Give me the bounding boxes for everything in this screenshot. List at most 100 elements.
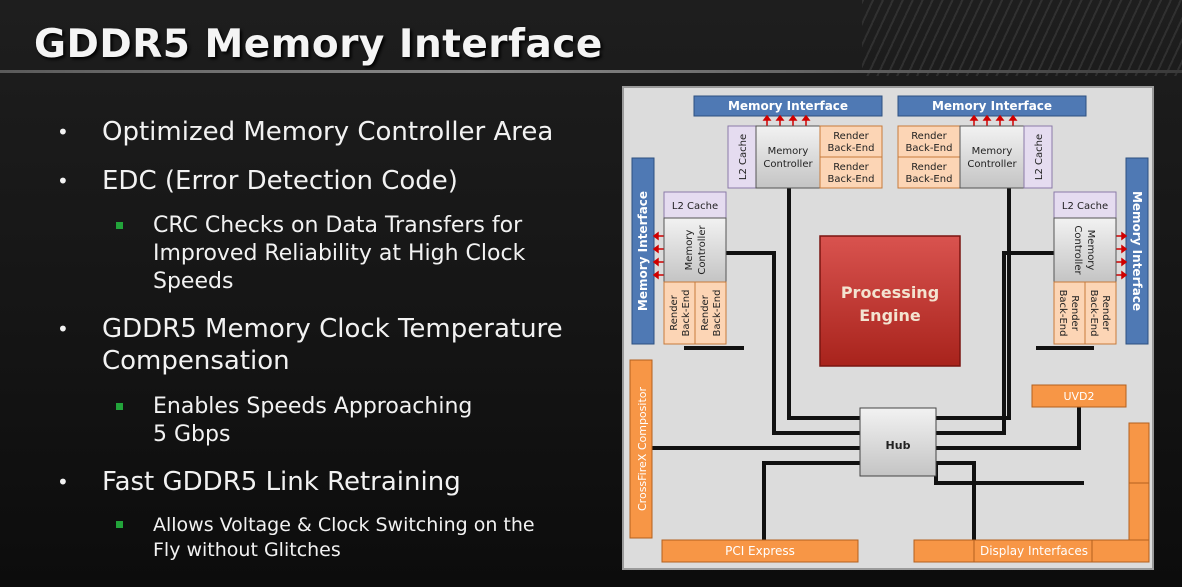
render-backend-label: Render	[1100, 295, 1111, 331]
sub-bullet-text: CRC Checks on Data Transfers for Improve…	[153, 212, 593, 296]
hub	[859, 407, 937, 477]
display-interface-block	[1128, 482, 1150, 541]
bullet-dot: •	[57, 120, 69, 144]
memory-arrows-top	[762, 114, 1018, 126]
wire	[936, 251, 1056, 435]
memory-controller-label: Memory	[768, 146, 809, 157]
wire	[936, 188, 1011, 420]
bullet-dot: •	[57, 470, 69, 494]
wire	[762, 461, 860, 543]
bullet-text: GDDR5 Memory Clock Temperature Compensat…	[102, 313, 622, 377]
arrow-head	[1121, 244, 1128, 254]
display-interface-block	[1091, 539, 1150, 563]
sub-bullet-line: Fly without Glitches	[153, 539, 341, 561]
memory-controller-label: Controller	[967, 159, 1017, 170]
arrow-head	[969, 114, 979, 121]
arrow-head	[652, 257, 659, 267]
memory-controller-label: Controller	[1072, 225, 1083, 275]
arrow-head	[982, 114, 992, 121]
sub-bullet-text: Enables Speeds Approaching 5 Gbps	[153, 393, 593, 449]
render-backend-label: Back-End	[1088, 290, 1099, 337]
sub-bullet-marker	[116, 222, 123, 229]
crossfirex-label: CrossFireX Compositor	[636, 387, 649, 511]
bullet-text: Optimized Memory Controller Area	[102, 117, 554, 147]
sub-bullet-line: Allows Voltage & Clock Switching on the	[153, 514, 535, 536]
render-backend-label: Render	[911, 131, 947, 142]
l2-cache-right	[1053, 191, 1117, 219]
memory-interface-left	[631, 157, 655, 345]
wire	[724, 251, 860, 435]
memory-controller-label: Memory	[972, 146, 1013, 157]
render-backend-label: Render	[700, 294, 711, 330]
l2-cache-left	[663, 191, 727, 219]
pci-express	[661, 539, 859, 563]
bullet-line: GDDR5 Memory Clock Temperature	[102, 314, 563, 344]
memory-controller-left	[663, 217, 727, 283]
hub-label: Hub	[886, 439, 911, 452]
render-backend-label: Render	[1069, 295, 1080, 331]
processing-engine	[819, 235, 961, 367]
l2-cache-label: L2 Cache	[672, 201, 718, 212]
arrow-head	[775, 114, 785, 121]
memory-controller-right	[1053, 217, 1117, 283]
sub-bullet-line: Enables Speeds Approaching	[153, 394, 473, 419]
l2-cache-top-right	[1023, 125, 1053, 189]
render-backend	[1084, 281, 1117, 345]
render-backend	[897, 125, 961, 158]
l2-cache-label: L2 Cache	[1034, 134, 1045, 180]
arrow-head	[762, 114, 772, 121]
bullet-line: Compensation	[102, 346, 290, 376]
render-backend-label: Back-End	[906, 174, 953, 185]
sub-bullet-line: CRC Checks on Data Transfers for	[153, 213, 523, 238]
sub-bullet-marker	[116, 403, 123, 410]
bullet-dot: •	[57, 169, 69, 193]
arrow-head	[652, 231, 659, 241]
render-backend	[1053, 281, 1086, 345]
memory-controller-label: Memory	[684, 230, 695, 271]
memory-controller-label: Controller	[697, 225, 708, 275]
uvd2	[1031, 384, 1127, 408]
wire	[934, 463, 1084, 485]
memory-interface-label: Memory Interface	[1130, 191, 1144, 311]
render-backend-label: Back-End	[681, 290, 692, 337]
crossfirex-compositor	[629, 359, 653, 539]
memory-interface-top-left	[693, 95, 883, 117]
arrow-head	[801, 114, 811, 121]
bullet-text: EDC (Error Detection Code)	[102, 166, 458, 196]
render-backend	[694, 281, 727, 345]
memory-controller-top-left	[755, 125, 821, 189]
processing-engine-label: Processing	[841, 283, 939, 302]
pci-express-label: PCI Express	[725, 544, 795, 558]
sub-bullet-line: Improved Reliability at High Clock	[153, 241, 526, 266]
arrow-head	[652, 270, 659, 280]
bullet-dot: •	[57, 317, 69, 341]
wire	[787, 188, 860, 420]
sub-bullet-line: Speeds	[153, 269, 234, 294]
arrow-head	[1121, 270, 1128, 280]
wire	[936, 398, 1081, 450]
title-decoration	[862, 0, 1182, 76]
render-backend-label: Render	[833, 162, 869, 173]
display-interface-block	[1128, 422, 1150, 484]
gpu-block-diagram: Memory Interface Memory Interface L2 Cac…	[622, 86, 1154, 570]
memory-interface-label: Memory Interface	[932, 99, 1052, 113]
render-backend-label: Render	[833, 131, 869, 142]
render-backend	[897, 156, 961, 189]
title-underline	[0, 70, 1182, 73]
arrow-head	[1008, 114, 1018, 121]
arrow-head	[995, 114, 1005, 121]
page-title: GDDR5 Memory Interface	[34, 22, 603, 67]
memory-arrows-left	[652, 231, 664, 280]
memory-interface-right	[1125, 157, 1149, 345]
render-backend	[663, 281, 696, 345]
arrow-head	[1121, 257, 1128, 267]
memory-interface-label: Memory Interface	[636, 191, 650, 311]
render-backend-label: Back-End	[712, 290, 723, 337]
render-backend-label: Back-End	[906, 143, 953, 154]
render-backend-label: Back-End	[1057, 290, 1068, 337]
arrow-head	[1121, 231, 1128, 241]
render-backend	[819, 156, 883, 189]
uvd2-label: UVD2	[1063, 390, 1094, 403]
sub-bullet-marker	[116, 521, 123, 528]
memory-interface-top-right	[897, 95, 1087, 117]
